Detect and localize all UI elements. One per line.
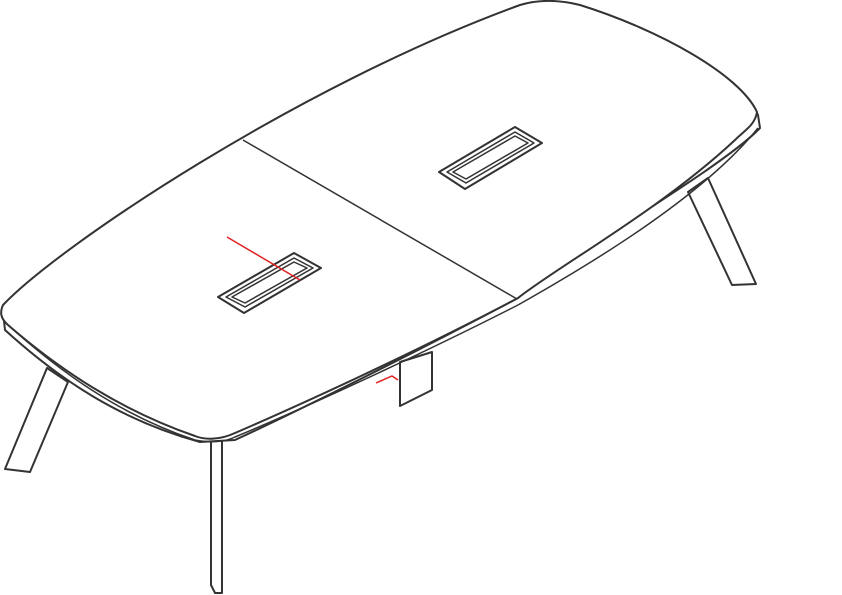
table-leg-front [210,439,223,594]
center-support-panel [399,351,433,407]
annotation-leader-line-grommet [226,236,301,281]
cable-grommet-rear [438,126,543,190]
table-joint-line [242,139,518,300]
annotation-leader-line-support [375,375,399,384]
table-leg-left [4,367,69,473]
table-leg-right [687,177,757,286]
cable-grommet-front [217,252,322,314]
table-top-edge-line [7,127,759,443]
